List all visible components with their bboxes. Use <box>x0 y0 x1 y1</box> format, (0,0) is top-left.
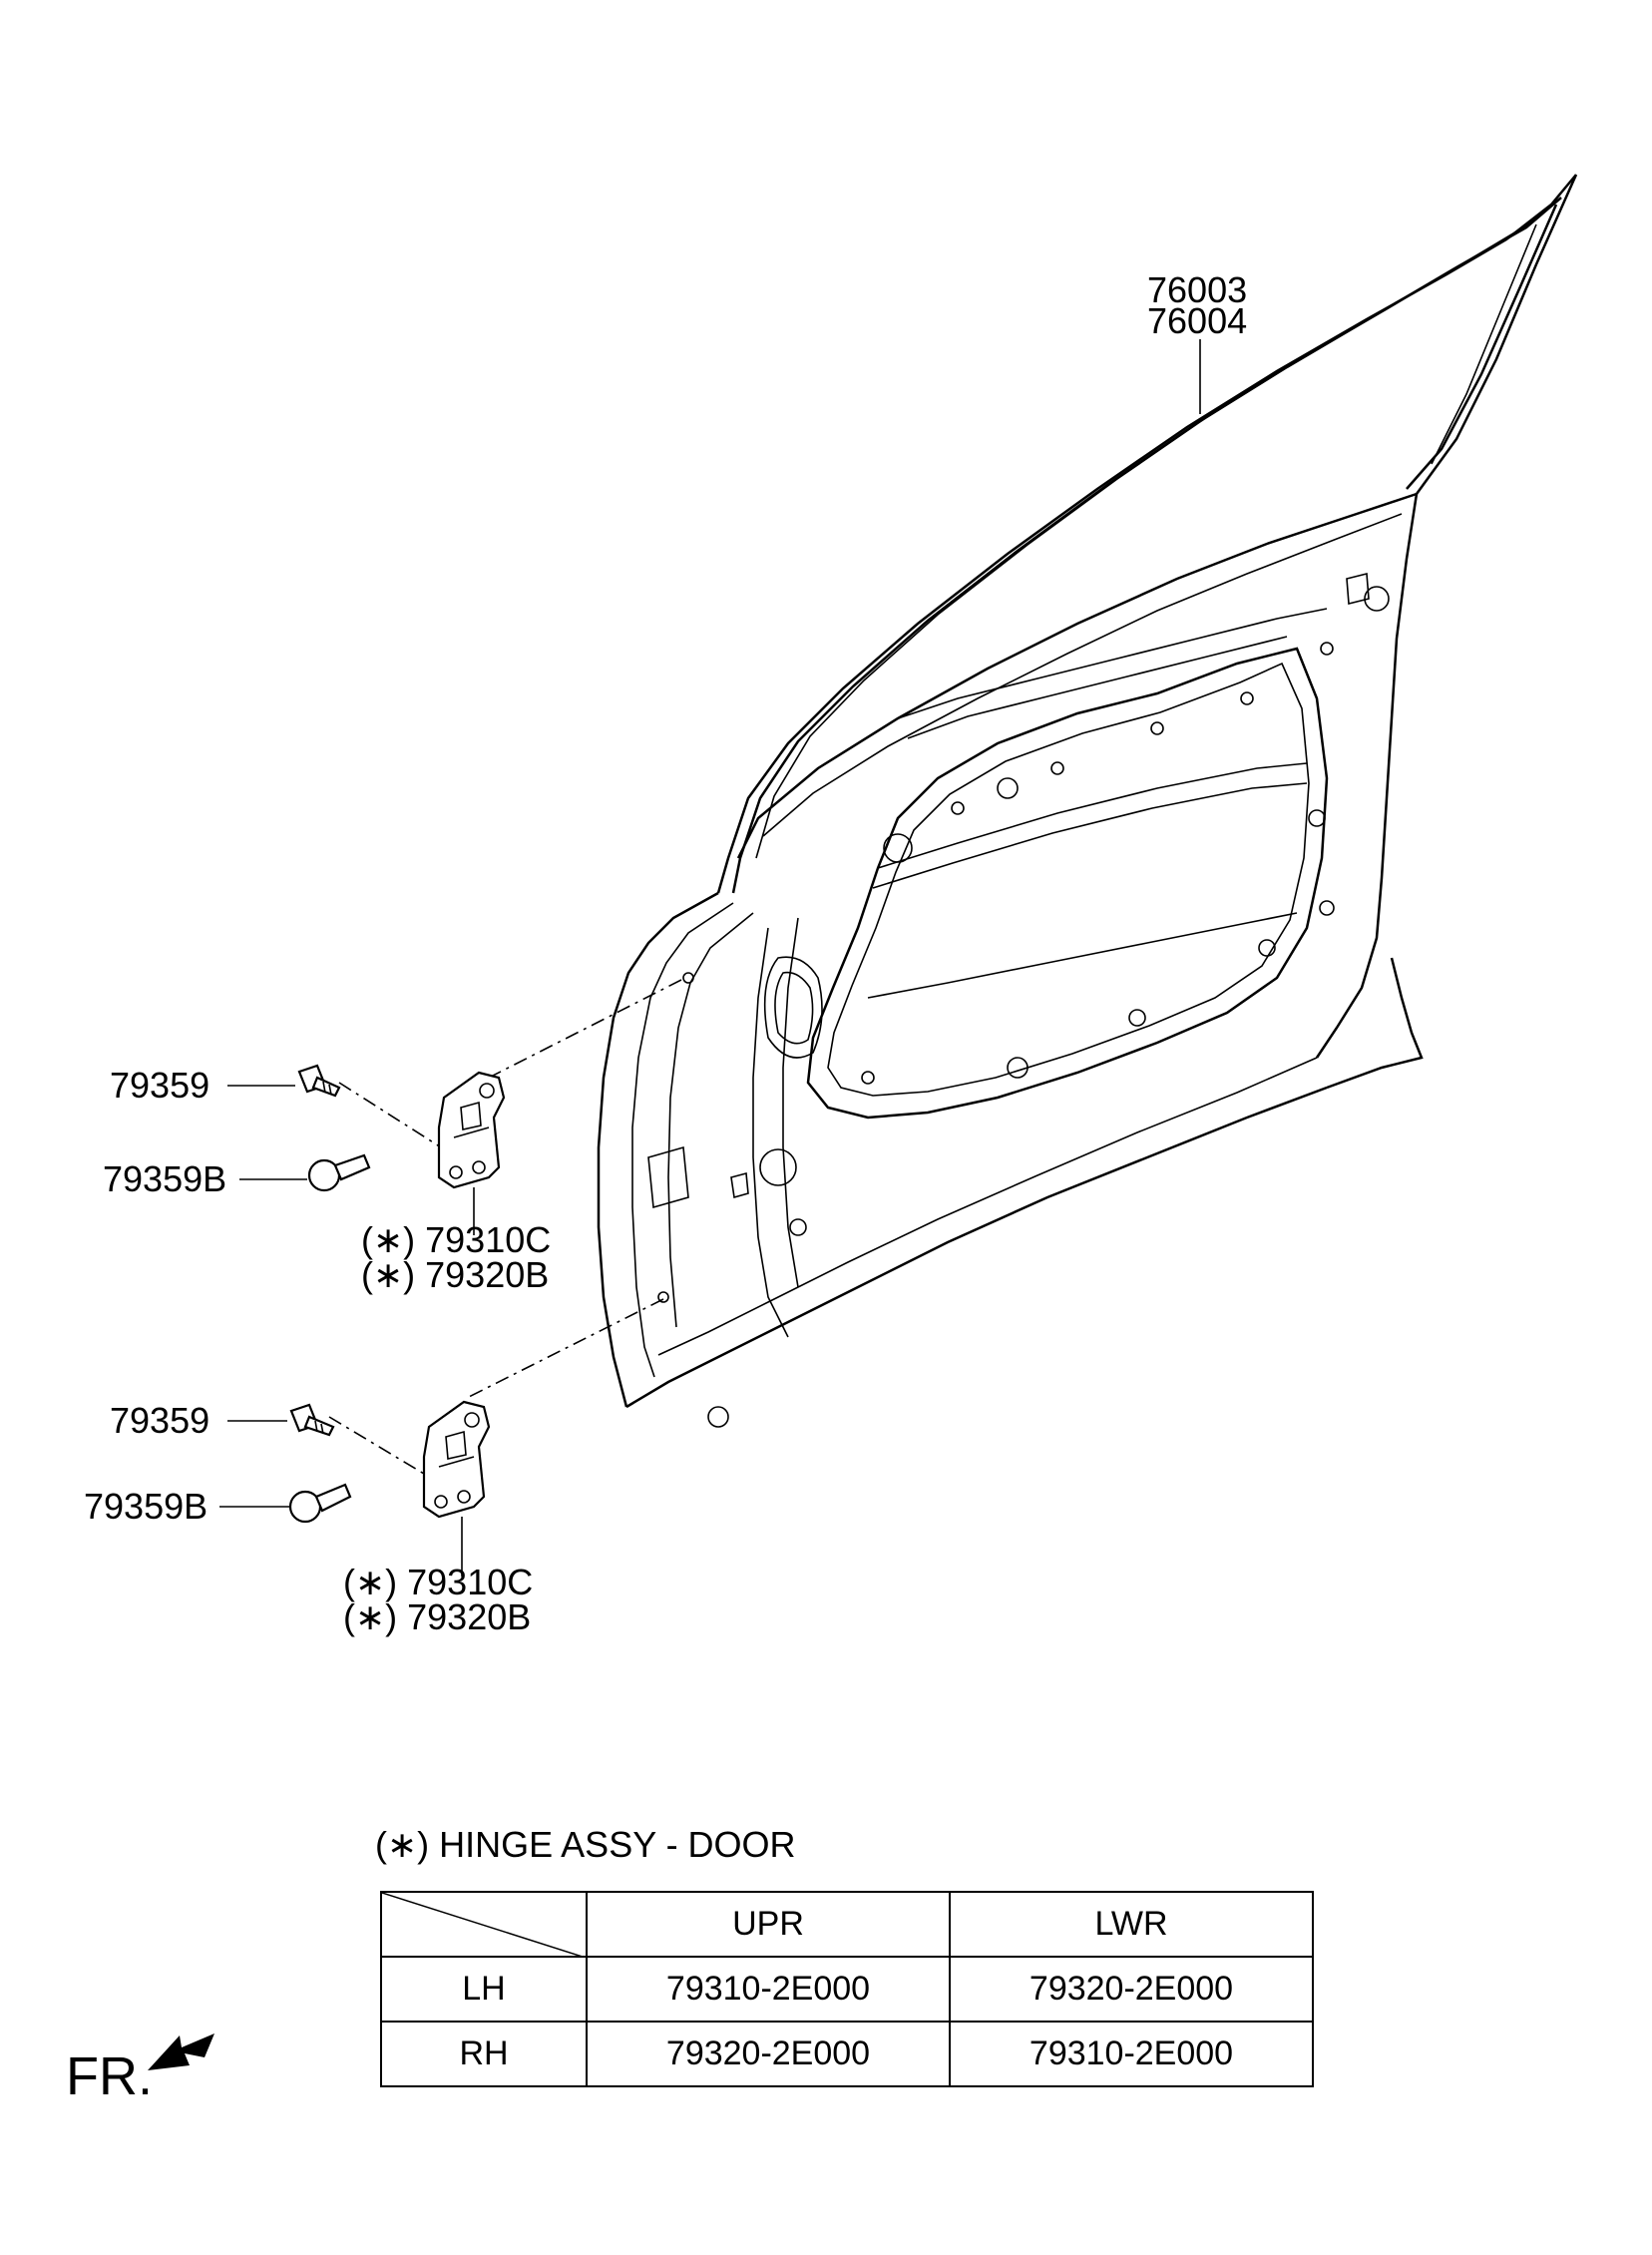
table-cell-upr: 79320-2E000 <box>586 2021 951 2087</box>
callout-76004: 76004 <box>1147 300 1247 341</box>
lower-bolt-guide <box>328 1416 430 1478</box>
table-cell-upr: 79310-2E000 <box>586 1956 951 2023</box>
front-direction-arrow <box>148 2033 214 2070</box>
upper-bolt <box>297 1064 341 1098</box>
table-cell-side: LH <box>380 1956 588 2023</box>
callout-upper-79359b: 79359B <box>103 1158 226 1199</box>
lower-bolt-b <box>288 1483 352 1524</box>
callout-upper-79320b: (∗) 79320B <box>361 1254 549 1295</box>
lower-bolt <box>289 1403 335 1437</box>
upper-hinge-group <box>227 1064 506 1235</box>
front-direction-label: FR. <box>66 2046 153 2106</box>
upper-bolt-guide <box>338 1082 450 1153</box>
table-corner-cell <box>380 1891 588 1958</box>
callout-upper-79310c: (∗) 79310C <box>361 1219 551 1260</box>
callout-76003: 76003 <box>1147 269 1247 310</box>
table-header-lwr: LWR <box>949 1891 1314 1958</box>
hinge-assy-table: UPR LWR LH 79310-2E000 79320-2E000 RH 79… <box>380 1891 1314 2087</box>
callout-lower-79359b: 79359B <box>84 1486 207 1527</box>
lower-hinge-guide <box>468 1298 664 1398</box>
upper-hinge <box>437 1071 506 1189</box>
lower-hinge <box>422 1400 491 1519</box>
table-header-upr: UPR <box>586 1891 951 1958</box>
table-row: RH 79320-2E000 79310-2E000 <box>380 2021 1314 2087</box>
hinge-table-title: (∗) HINGE ASSY - DOOR <box>375 1824 796 1865</box>
table-header-row: UPR LWR <box>380 1891 1314 1958</box>
table-cell-lwr: 79310-2E000 <box>949 2021 1314 2087</box>
callout-lower-79359: 79359 <box>110 1400 209 1441</box>
lower-hinge-group <box>219 1400 491 1577</box>
upper-bolt-b <box>307 1153 371 1192</box>
table-cell-side: RH <box>380 2021 588 2087</box>
callout-upper-79359: 79359 <box>110 1065 209 1106</box>
upper-hinge-guide <box>488 979 682 1079</box>
front-door-panel <box>597 174 1578 1428</box>
table-cell-lwr: 79320-2E000 <box>949 1956 1314 2023</box>
diagonal-divider <box>382 1893 586 1958</box>
table-row: LH 79310-2E000 79320-2E000 <box>380 1956 1314 2023</box>
panel-holes <box>657 586 1390 1428</box>
callout-lower-79320b: (∗) 79320B <box>343 1596 531 1637</box>
callout-lower-79310c: (∗) 79310C <box>343 1562 533 1602</box>
